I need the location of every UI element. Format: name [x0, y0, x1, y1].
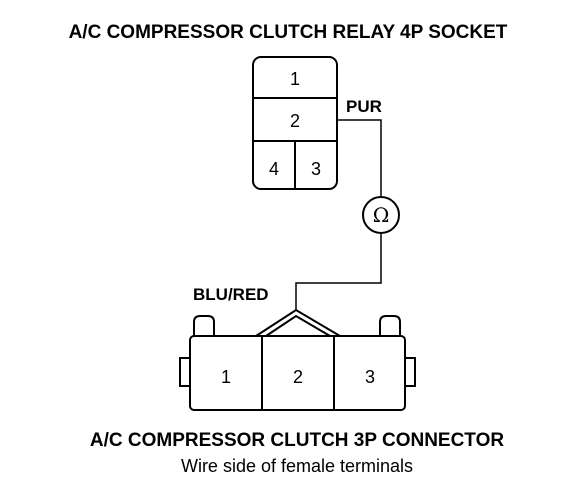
connector-body — [189, 335, 406, 411]
test-lead-lower — [295, 233, 382, 310]
socket-pin-1: 1 — [290, 69, 300, 89]
clutch-connector — [179, 308, 416, 411]
connector-subtitle: Wire side of female terminals — [181, 456, 413, 476]
connector-pin-3: 3 — [365, 367, 375, 387]
connector-pin-1: 1 — [221, 367, 231, 387]
wire-entry-outer — [255, 308, 341, 337]
relay-socket-title: A/C COMPRESSOR CLUTCH RELAY 4P SOCKET — [69, 22, 508, 43]
connector-key-left — [179, 357, 190, 387]
socket-pin-2: 2 — [290, 111, 300, 131]
blu-red-wire-label: BLU/RED — [193, 285, 269, 304]
relay-socket — [252, 56, 338, 190]
connector-key-right — [405, 357, 416, 387]
connector-latch-left — [193, 315, 215, 336]
socket-pin-4: 4 — [269, 159, 279, 179]
connector-title: A/C COMPRESSOR CLUTCH 3P CONNECTOR — [90, 430, 504, 451]
test-lead-upper — [337, 119, 382, 196]
connector-pin-2: 2 — [293, 367, 303, 387]
wire-entry-inner — [265, 314, 331, 337]
ohm-symbol: Ω — [373, 203, 390, 227]
pur-wire-label: PUR — [346, 97, 382, 116]
connector-latch-right — [379, 315, 401, 336]
socket-pin-3: 3 — [311, 159, 321, 179]
